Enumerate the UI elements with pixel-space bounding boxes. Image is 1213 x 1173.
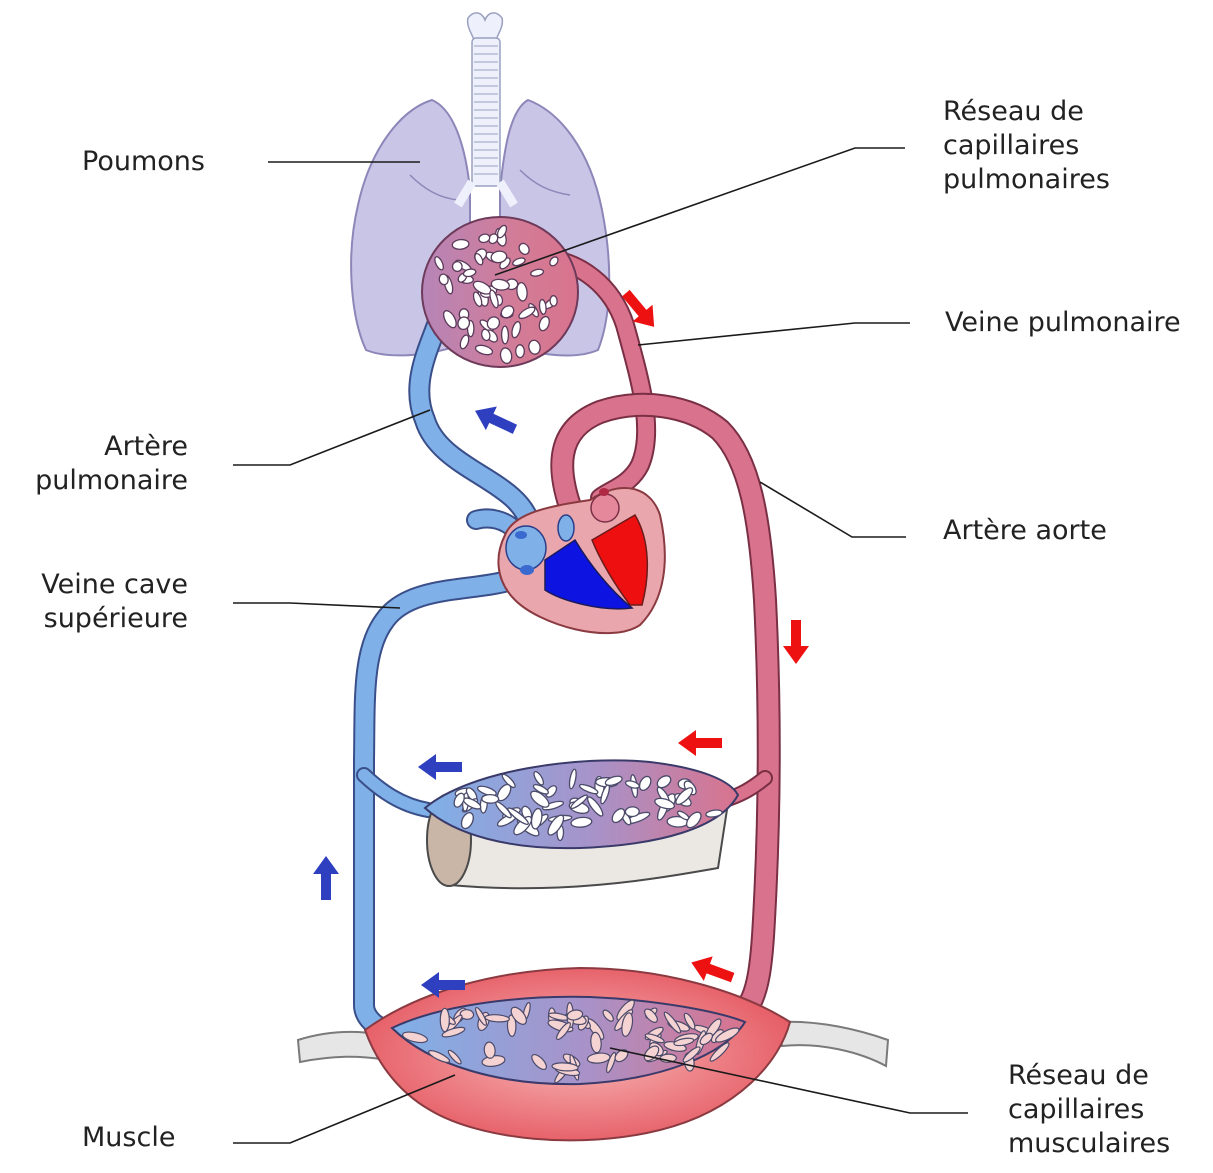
trachea-top [468, 13, 503, 40]
trachea-tube [472, 38, 500, 186]
label-poumons: Poumons [82, 145, 205, 179]
red-flow-arrow [783, 620, 809, 664]
label-reseau-pulm-line1: Réseau de [943, 95, 1110, 129]
label-reseau-musc-line2: capillaires [1008, 1093, 1170, 1127]
red-flow-arrow [678, 730, 722, 756]
leader-veine-cave [233, 603, 400, 608]
bone-tissue [425, 760, 738, 888]
capillary-hole [625, 807, 639, 817]
blue-flow-arrow [418, 754, 462, 780]
capillary-hole [482, 794, 499, 803]
blue-flow-arrow [313, 856, 339, 900]
label-veine-pulmonaire: Veine pulmonaire [945, 306, 1181, 340]
capillary-hole [550, 296, 558, 307]
label-artere-pulm-line1: Artère [35, 430, 188, 464]
label-artere-aorte: Artère aorte [943, 514, 1107, 548]
left-atrium [591, 494, 619, 522]
label-reseau-capillaires-pulmonaires: Réseau de capillaires pulmonaires [943, 95, 1110, 197]
capillary-hole [440, 1008, 449, 1031]
label-reseau-pulm-line2: capillaires [943, 129, 1110, 163]
tendon-right [778, 1022, 888, 1066]
label-reseau-musc-line1: Réseau de [1008, 1059, 1170, 1093]
leader-veine-pulmonaire [638, 323, 910, 345]
label-reseau-capillaires-musculaires: Réseau de capillaires musculaires [1008, 1059, 1170, 1161]
label-veine-cave-superieure: Veine cave supérieure [41, 568, 188, 636]
label-muscle: Muscle [82, 1121, 175, 1155]
flow-arrows [313, 285, 809, 998]
label-reseau-pulm-line3: pulmonaires [943, 163, 1110, 197]
leader-artere-pulmonaire [233, 410, 430, 465]
label-reseau-musc-line3: musculaires [1008, 1127, 1170, 1161]
vessels [364, 258, 769, 1030]
capillary-hole [516, 345, 525, 358]
red-vessels [545, 258, 769, 1015]
label-veine-cave-line1: Veine cave [41, 568, 188, 602]
label-artere-pulm-line2: pulmonaire [35, 464, 188, 498]
capillary-hole [501, 326, 508, 344]
blue-flow-arrow [470, 399, 521, 441]
leader-artere-aorte [760, 482, 906, 537]
right-atrium [506, 526, 546, 570]
muscle-tissue [298, 968, 888, 1140]
pulmonary-capillary-network [422, 217, 578, 367]
label-veine-cave-line2: supérieure [41, 602, 188, 636]
label-artere-pulmonaire: Artère pulmonaire [35, 430, 188, 498]
